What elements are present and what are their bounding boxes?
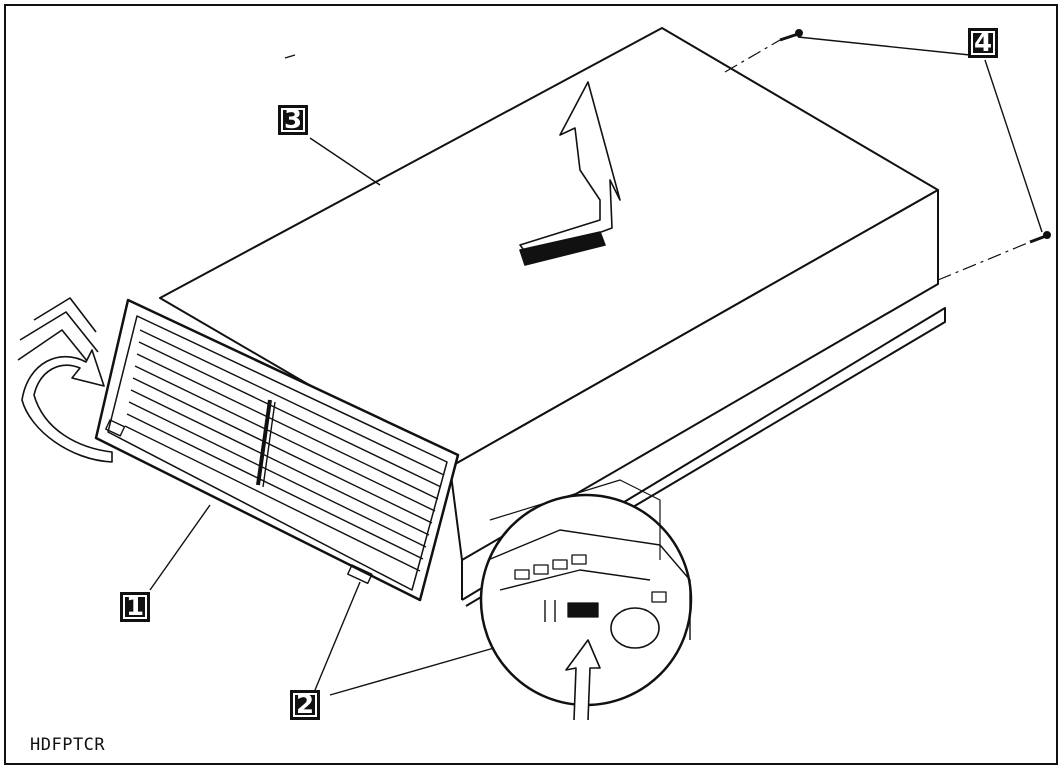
unit-base-flange	[461, 307, 946, 607]
callout-2-latch: 2	[290, 690, 320, 720]
callout-4-screws: 4	[968, 28, 998, 58]
callout-1-bezel: 1	[120, 592, 150, 622]
callout-3-top-cover: 3	[278, 105, 308, 135]
front-bezel	[94, 298, 460, 602]
tilt-arrow-icon	[17, 297, 113, 463]
detail-magnifier	[479, 479, 693, 721]
lift-arrow-icon	[519, 81, 621, 266]
screw-icon	[779, 29, 1051, 244]
figure-id-label: HDFPTCR	[30, 735, 106, 755]
unit-right-side	[449, 189, 939, 561]
